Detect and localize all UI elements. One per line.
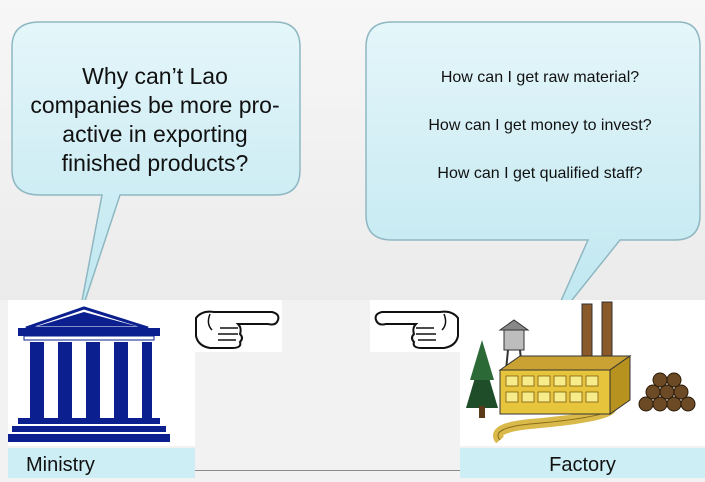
factory-speech-bubble (365, 21, 701, 331)
pointing-hand-right-icon (195, 310, 280, 349)
factory-question-raw-material: How can I get raw material? (440, 69, 640, 86)
factory-icon (466, 301, 696, 444)
pointing-hand-left-icon (374, 310, 459, 349)
ministry-label: Ministry (8, 448, 195, 478)
factory-question-staff: How can I get qualified staff? (437, 165, 643, 182)
factory-label: Factory (460, 448, 705, 478)
divider-line (195, 470, 460, 471)
ministry-speech-bubble (11, 21, 301, 323)
factory-questions: How can I get raw material? How can I ge… (380, 62, 700, 206)
factory-question-money: How can I get money to invest? (428, 117, 652, 134)
ministry-question: Why can’t Lao companies be more pro-acti… (30, 63, 280, 176)
government-building-icon (8, 306, 170, 442)
